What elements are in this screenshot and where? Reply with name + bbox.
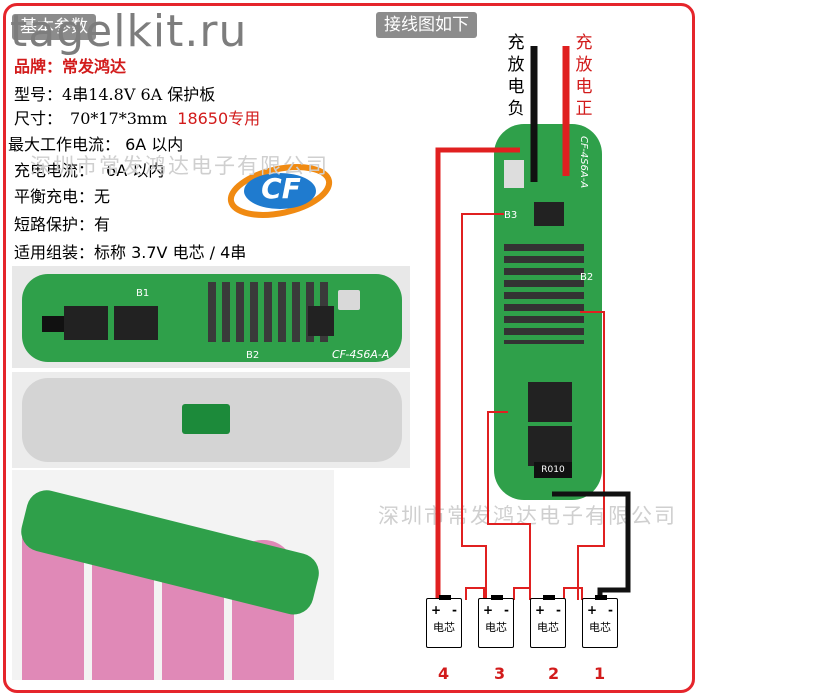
- balance-charge: 平衡充电：无: [14, 187, 111, 206]
- cell-number-3: 3: [494, 664, 506, 683]
- cell-number-1: 1: [594, 664, 606, 683]
- size-label: 尺寸：: [14, 109, 63, 128]
- wire-b-minus: [552, 491, 631, 600]
- cell-minus: -: [452, 603, 457, 617]
- model-label: 型号：: [14, 85, 63, 104]
- wire-b2: [577, 311, 605, 600]
- short-circuit: 短路保护：有: [14, 215, 111, 234]
- brand-text: 品牌：常发鸿达: [14, 57, 127, 76]
- mosfet-chip: [64, 306, 108, 340]
- resistor-mark: R010: [534, 462, 572, 478]
- size-extra: 18650专用: [177, 109, 261, 128]
- cell-plus: +: [483, 603, 494, 617]
- charge-pos-label: 充放电正: [575, 33, 593, 119]
- size-row: 尺寸： 70*17*3mm 18650专用: [14, 108, 260, 130]
- cell-minus: -: [608, 603, 613, 617]
- board-model-mark: CF-4S6A-A: [332, 348, 390, 361]
- cell-minus: -: [556, 603, 561, 617]
- cell-number-2: 2: [548, 664, 560, 683]
- wire-link: [513, 587, 531, 600]
- mosfet-chip: [528, 382, 572, 422]
- board-model-vertical: CF-4S6A-A: [578, 136, 589, 189]
- size-value: 70*17*3mm: [70, 109, 168, 128]
- component-array: [504, 244, 584, 344]
- battery-pack-photo: [12, 470, 334, 680]
- tab-wiring[interactable]: 接线图如下: [376, 12, 477, 38]
- wire-link: [563, 587, 583, 600]
- assembly: 适用组装：标称 3.7V 电芯 / 4串: [14, 243, 247, 262]
- cell-plus: +: [587, 603, 598, 617]
- charge-current-value: 6A 以内: [106, 161, 165, 180]
- p-pad: [504, 160, 524, 188]
- cell-4: + - 电芯: [426, 595, 462, 648]
- b3-vertical-mark: B3: [504, 210, 518, 221]
- cell-2: + - 电芯: [530, 595, 566, 648]
- wire-link: [465, 587, 485, 600]
- model-row: 型号：4串14.8V 6A 保护板: [14, 84, 215, 106]
- charge-neg-label: 充放电负: [507, 33, 525, 119]
- company-watermark-top: 深圳市常发鸿达电子有限公司: [30, 154, 329, 178]
- wire-cell4-pos: [435, 147, 520, 600]
- charge-current-row: 充电电流： 6A 以内: [14, 160, 164, 182]
- cf-logo-text: CF: [261, 172, 301, 205]
- cell-text: 电芯: [485, 621, 507, 634]
- b2-mark: B2: [246, 350, 260, 361]
- charge-current-label: 充电电流：: [14, 161, 95, 180]
- ic-chip: [534, 202, 564, 226]
- b1-mark: B1: [136, 288, 150, 299]
- cell-plus: +: [431, 603, 442, 617]
- cell-text: 电芯: [589, 621, 611, 634]
- cell-text: 电芯: [433, 621, 455, 634]
- pcb-top-photo: CF-4S6A-A B2 B1: [12, 266, 410, 368]
- mosfet-chip: [114, 306, 158, 340]
- model-value: 4串14.8V 6A 保护板: [62, 85, 216, 104]
- cell-text: 电芯: [537, 621, 559, 634]
- b2-vertical-mark: B2: [580, 272, 594, 283]
- resistor-chip: [42, 316, 64, 332]
- p-minus-pad: [338, 290, 360, 310]
- tab-basic-params[interactable]: 基本参数: [12, 14, 96, 40]
- cell-1: + - 电芯: [582, 595, 618, 648]
- cell-plus: +: [535, 603, 546, 617]
- red-frame: [3, 3, 695, 693]
- pcb-bottom-photo: [12, 372, 410, 468]
- wire-b1: [487, 411, 531, 600]
- mosfet-chip: [528, 426, 572, 466]
- ic-chip: [308, 306, 334, 336]
- cell-number-4: 4: [438, 664, 450, 683]
- cell-minus: -: [504, 603, 509, 617]
- site-watermark: tagelkit.ru: [10, 6, 248, 57]
- wire-b3: [461, 213, 504, 600]
- cell-3: + - 电芯: [478, 595, 514, 648]
- logo-sticker: [182, 404, 230, 434]
- cf-logo: CF: [222, 158, 338, 224]
- max-current: 最大工作电流： 6A 以内: [8, 135, 184, 154]
